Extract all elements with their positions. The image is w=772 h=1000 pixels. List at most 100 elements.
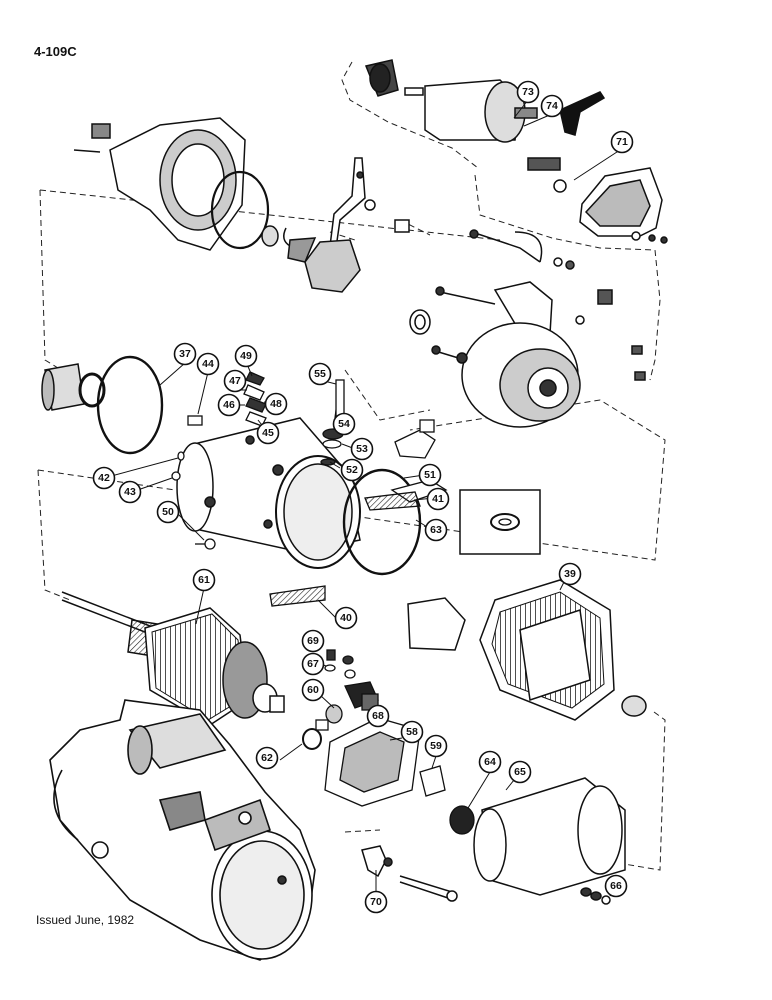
callout-number: 64	[484, 756, 496, 768]
callout-73: 73	[516, 80, 540, 104]
callout-42: 42	[92, 466, 116, 490]
callout-41: 41	[426, 487, 450, 511]
callout-circle	[558, 562, 582, 586]
callout-69: 69	[301, 629, 325, 653]
callout-circle	[256, 421, 280, 445]
callout-circle	[604, 874, 628, 898]
callout-circle	[301, 678, 325, 702]
callout-63: 63	[424, 518, 448, 542]
callout-61: 61	[192, 568, 216, 592]
callout-number: 43	[124, 486, 136, 498]
callout-circle	[610, 130, 634, 154]
field-coils	[407, 579, 647, 721]
callout-circle	[424, 518, 448, 542]
callout-60: 60	[301, 678, 325, 702]
callout-37: 37	[173, 342, 197, 366]
callout-circle	[301, 629, 325, 653]
callout-circle	[234, 344, 258, 368]
callout-number: 53	[356, 443, 368, 455]
callout-68: 68	[366, 704, 390, 728]
callout-46: 46	[217, 393, 241, 417]
callout-number: 67	[307, 658, 319, 670]
callout-number: 42	[98, 472, 110, 484]
callout-71: 71	[610, 130, 634, 154]
callout-circle	[196, 352, 220, 376]
callout-circle	[118, 480, 142, 504]
callout-circle	[223, 369, 247, 393]
callout-circle	[426, 487, 450, 511]
callout-48: 48	[264, 392, 288, 416]
callout-53: 53	[350, 437, 374, 461]
callout-44: 44	[196, 352, 220, 376]
callout-circle	[350, 437, 374, 461]
callout-circle	[332, 412, 356, 436]
callout-circle	[173, 342, 197, 366]
callout-number: 51	[424, 469, 436, 481]
callout-number: 61	[198, 574, 210, 586]
callout-circle	[255, 746, 279, 770]
callout-circle	[192, 568, 216, 592]
callout-47: 47	[223, 369, 247, 393]
callout-circle	[340, 458, 364, 482]
callout-circle	[156, 500, 180, 524]
callout-circle	[217, 393, 241, 417]
callout-number: 39	[564, 568, 576, 580]
callout-58: 58	[400, 720, 424, 744]
callout-number: 50	[162, 506, 174, 518]
callout-66: 66	[604, 874, 628, 898]
callout-number: 58	[406, 726, 418, 738]
callout-circle	[418, 463, 442, 487]
frame-hardware	[171, 371, 541, 607]
callout-number: 60	[307, 684, 319, 696]
callout-circle	[516, 80, 540, 104]
callout-number: 40	[340, 612, 352, 624]
callout-45: 45	[256, 421, 280, 445]
callout-circle	[264, 392, 288, 416]
callout-circle	[308, 362, 332, 386]
callout-number: 55	[314, 368, 326, 380]
callout-number: 44	[202, 358, 214, 370]
drive-end-housing	[73, 117, 291, 251]
armature	[61, 591, 285, 726]
solenoid-assembly	[364, 59, 606, 193]
terminal-lead	[469, 229, 575, 270]
callout-number: 54	[338, 418, 350, 430]
callout-64: 64	[478, 750, 502, 774]
callout-number: 45	[262, 427, 274, 439]
callout-number: 71	[616, 136, 628, 148]
through-bolt	[361, 845, 458, 902]
callout-54: 54	[332, 412, 356, 436]
callout-number: 73	[522, 86, 534, 98]
callout-39: 39	[558, 562, 582, 586]
end-cover	[473, 777, 626, 905]
callout-number: 65	[514, 766, 526, 778]
callout-number: 68	[372, 710, 384, 722]
callout-65: 65	[508, 760, 532, 784]
callout-62: 62	[255, 746, 279, 770]
brush-holder-parts	[302, 649, 475, 835]
callout-circle	[366, 704, 390, 728]
callout-number: 46	[223, 399, 235, 411]
callout-circle	[301, 652, 325, 676]
callout-circle	[400, 720, 424, 744]
callout-74: 74	[540, 94, 564, 118]
callout-circle	[92, 466, 116, 490]
callout-circle	[424, 734, 448, 758]
callout-number: 59	[430, 740, 442, 752]
callout-43: 43	[118, 480, 142, 504]
callout-number: 48	[270, 398, 282, 410]
callout-circle	[478, 750, 502, 774]
callout-40: 40	[334, 606, 358, 630]
callout-55: 55	[308, 362, 332, 386]
callout-50: 50	[156, 500, 180, 524]
callout-number: 49	[240, 350, 252, 362]
callout-number: 66	[610, 880, 622, 892]
field-frame	[176, 417, 422, 576]
callout-number: 41	[432, 493, 444, 505]
callout-59: 59	[424, 734, 448, 758]
callout-circle	[540, 94, 564, 118]
callout-markers: 7374713744494748464555545352424351415063…	[92, 80, 634, 914]
callout-70: 70	[364, 890, 388, 914]
